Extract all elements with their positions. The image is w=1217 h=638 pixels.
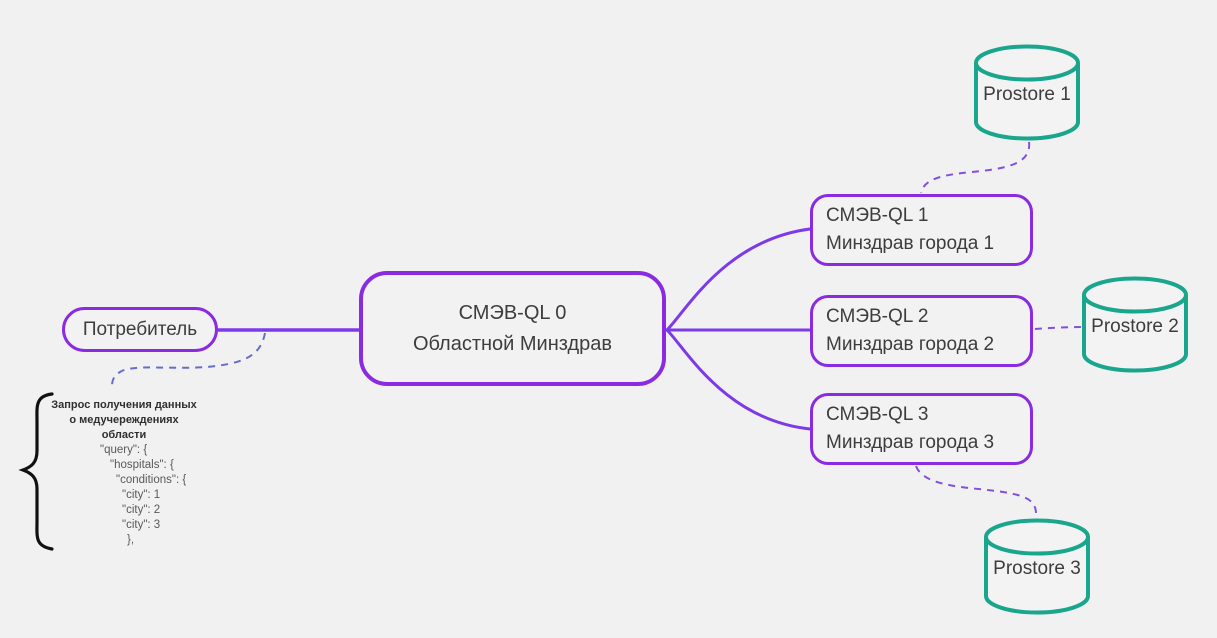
- annotation-leader-dashed-line: [111, 332, 266, 390]
- node-smev-ql-3-line2: Минздрав города 3: [826, 432, 995, 453]
- annotation-code-line: "city": 1: [122, 489, 161, 501]
- database-prostore-2: Prostore 2: [1081, 276, 1189, 373]
- annotation-code-line: "query": {: [100, 444, 148, 456]
- node-smev-ql-3-line1: СМЭВ-QL 3: [826, 404, 929, 425]
- database-cylinder-icon: [1082, 276, 1188, 373]
- annotation-title-line: Запрос получения данных: [51, 399, 197, 411]
- node-smev-ql-0-line2: Областной Минздрав: [412, 332, 613, 355]
- curly-brace-icon: [18, 392, 54, 551]
- node-smev-ql-0-line1: СМЭВ-QL 0: [458, 301, 567, 324]
- node-smev-ql-0: СМЭВ-QL 0 Областной Минздрав: [359, 271, 666, 386]
- annotation-block: Запрос получения данных о медучереждения…: [0, 398, 224, 548]
- node-smev-ql-2-line1: СМЭВ-QL 2: [826, 306, 929, 327]
- prostore1-to-city1-dashed-link: [920, 141, 1031, 194]
- annotation-title-line: области: [101, 429, 147, 441]
- node-smev-ql-2: СМЭВ-QL 2 Минздрав города 2: [810, 295, 1033, 367]
- central-to-city1-link: [665, 227, 812, 332]
- database-prostore-3-label: Prostore 3: [993, 558, 1081, 579]
- city2-to-prostore2-dashed-link: [1034, 326, 1082, 330]
- database-prostore-1: Prostore 1: [973, 44, 1081, 141]
- annotation-code-line: "city": 3: [122, 519, 161, 531]
- database-cylinder-icon: [974, 44, 1080, 141]
- central-to-city3-link: [665, 328, 812, 431]
- database-cylinder-icon: [984, 518, 1090, 615]
- database-prostore-2-label: Prostore 2: [1091, 316, 1179, 337]
- node-smev-ql-3: СМЭВ-QL 3 Минздрав города 3: [810, 393, 1033, 465]
- annotation-code-line: },: [127, 534, 135, 546]
- database-prostore-3: Prostore 3: [983, 518, 1091, 615]
- annotation-title-line: о медучереждениях: [69, 414, 179, 426]
- annotation-code-line: "hospitals": {: [110, 459, 174, 471]
- node-smev-ql-1-line2: Минздрав города 1: [826, 233, 995, 254]
- city3-to-prostore3-dashed-link: [915, 465, 1038, 518]
- node-smev-ql-1: СМЭВ-QL 1 Минздрав города 1: [810, 194, 1033, 266]
- annotation-code-line: "conditions": {: [116, 474, 187, 486]
- node-consumer-label: Потребитель: [82, 318, 198, 340]
- node-smev-ql-1-line1: СМЭВ-QL 1: [826, 205, 929, 226]
- node-consumer: Потребитель: [62, 307, 218, 352]
- database-prostore-1-label: Prostore 1: [983, 84, 1071, 105]
- annotation-code-line: "city": 2: [122, 504, 161, 516]
- node-smev-ql-2-line2: Минздрав города 2: [826, 334, 995, 355]
